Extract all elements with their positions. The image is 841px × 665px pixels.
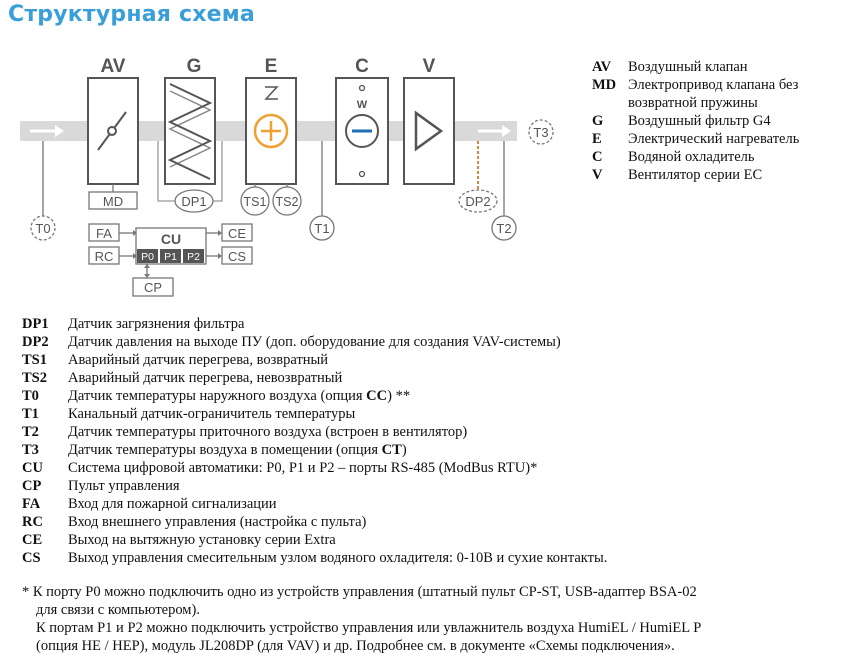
extract-output [221,223,253,242]
sensor-t1 [309,215,335,241]
unit-label-c: C [355,56,369,77]
lightning-icon [264,86,279,100]
unit-label-e: E [265,56,278,77]
filter-zigzag-icon-2 [168,90,212,168]
sensor-ts2-label: TS2 [276,195,299,209]
sensor-t2 [491,215,517,241]
fire-alarm-input-label: FA [96,226,112,241]
footnote-line-1: * К порту P0 можно подключить одно из ус… [22,584,697,600]
unit-label-g: G [187,56,202,77]
port-p1-label: P1 [164,251,177,263]
control-panel-label: CP [144,280,162,295]
fan-triangle-icon [414,110,444,152]
actuator-md-label: MD [103,194,123,209]
sensor-ts1 [240,186,270,216]
control-unit-label: CU [161,231,181,247]
structural-diagram: AV MD G E C W V T3 T0 DP1 TS1 TS2 [20,56,554,297]
remote-control-input-label: RC [95,249,114,264]
footnote-line-4: (опция HE / HEP), модуль JL208DP (для VA… [36,638,675,654]
sensor-dp1-label: DP1 [181,194,206,209]
mixing-output-label: CS [228,249,246,264]
page-title: Структурная схема [8,2,255,27]
control-panel [132,277,174,297]
mixing-output [221,246,253,265]
unit-label-av: AV [101,56,126,77]
unit-label-v: V [423,56,436,77]
port-p2-label: P2 [187,251,200,263]
sensor-t0 [30,215,56,241]
cooler-water-mark: W [357,99,368,111]
legend-item-md-cont: возвратной пружины [628,95,758,111]
sensor-dp2-label: DP2 [465,194,490,209]
footnote-line-3: К портам P1 и P2 можно подключить устрой… [36,620,702,636]
port-p1 [160,249,181,263]
sensor-t3 [528,119,554,145]
inlet-arrow-icon [30,125,64,137]
port-p0 [137,249,158,263]
sensor-ts1-label: TS1 [244,195,267,209]
footnotes: * К порту P0 можно подключить одно из ус… [22,583,837,655]
sensor-t2-label: T2 [496,221,511,236]
damper-blade-icon [97,111,127,151]
footnote-line-2: для связи с компьютером). [36,602,200,618]
extract-output-label: CE [228,226,246,241]
sensor-t3-label: T3 [533,125,548,140]
sensor-ts2 [272,186,302,216]
sensor-dp1 [174,189,214,213]
sensor-dp2 [458,189,498,213]
port-p0-label: P0 [141,251,154,263]
outlet-arrow-icon [478,125,511,137]
sensor-t0-label: T0 [35,221,50,236]
port-p2 [183,249,204,263]
sensor-t1-label: T1 [314,221,329,236]
